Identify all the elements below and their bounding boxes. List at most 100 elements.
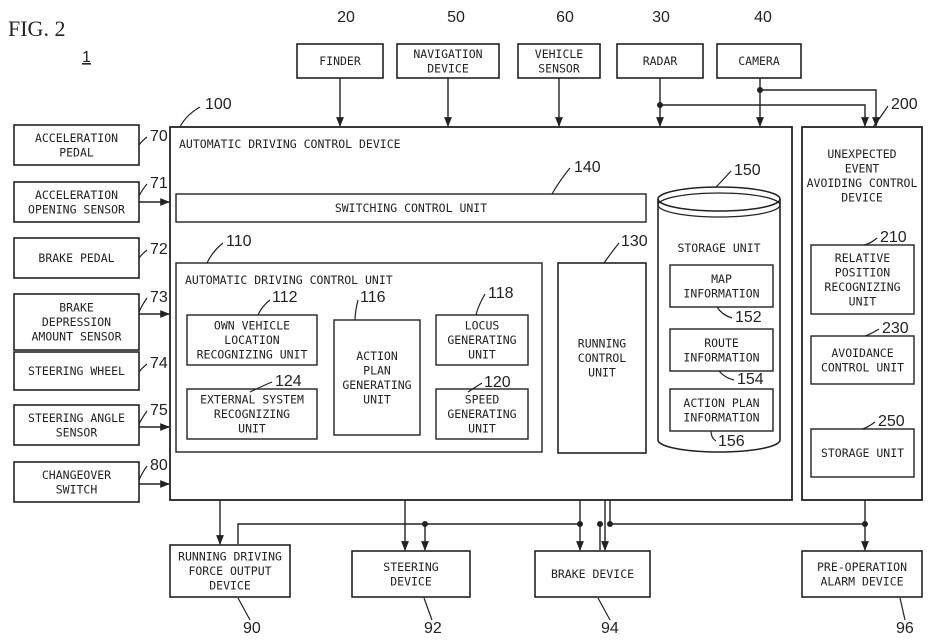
finder-block <box>296 43 384 79</box>
speed-generating-ref: 120 <box>484 374 511 391</box>
junction-dot <box>577 521 583 527</box>
speed-generating-label-1: SPEED <box>465 393 500 407</box>
ref-leader-line <box>863 237 878 246</box>
ref-leader-line <box>551 167 571 195</box>
automatic-driving-control-unit-ref: 110 <box>226 233 252 250</box>
navigation-device-ref: 50 <box>447 9 465 26</box>
radar-to-avoid-arrow <box>660 104 869 127</box>
acceleration-pedal-label-1: ACCELERATION <box>35 131 118 145</box>
ref-leader-line <box>138 136 148 146</box>
changeover-switch-label-2: SWITCH <box>56 482 98 496</box>
ref-leader-line <box>716 306 733 319</box>
radar-block <box>616 43 704 79</box>
acceleration-opening-sensor-ref: 71 <box>150 175 168 192</box>
brake-pedal-block <box>13 237 140 279</box>
switching-control-unit-label-1: SWITCHING CONTROL UNIT <box>335 201 487 215</box>
running-driving-force-label-1: RUNNING DRIVING <box>178 550 282 564</box>
ref-leader-line <box>861 421 876 430</box>
steering-angle-sensor-block <box>13 404 140 446</box>
radar-label-1: RADAR <box>643 54 678 68</box>
relative-position-label-1: RELATIVE <box>835 251 890 265</box>
action-plan-information-label-1: ACTION PLAN <box>683 396 759 410</box>
own-vehicle-location-ref: 112 <box>272 289 298 306</box>
action-plan-information-label-2: INFORMATION <box>683 411 759 425</box>
ref-leader-line <box>603 242 620 264</box>
ref-leader-line <box>257 299 271 316</box>
running-to-driving-force-line <box>237 523 580 544</box>
radar-ref: 30 <box>652 9 670 26</box>
ref-leader-line <box>237 597 251 621</box>
brake-depression-sensor-label-2: DEPRESSION <box>42 315 111 329</box>
vehicle-sensor-ref: 60 <box>556 9 574 26</box>
running-control-unit-label-1: RUNNING <box>578 337 627 351</box>
brake-depression-sensor-block <box>13 293 140 351</box>
brake-pedal-label-1: BRAKE PEDAL <box>38 251 114 265</box>
acceleration-pedal-block <box>13 124 140 166</box>
action-plan-generating-label-4: UNIT <box>363 392 391 406</box>
ref-leader-line <box>138 410 148 425</box>
acceleration-opening-sensor-label-1: ACCELERATION <box>35 188 118 202</box>
junction-dots <box>400 87 868 527</box>
map-information-label-1: MAP <box>711 272 732 286</box>
navigation-device-label-2: DEVICE <box>427 61 469 75</box>
ref-leader-line <box>138 183 148 197</box>
locus-generating-label-2: GENERATING <box>447 333 516 347</box>
running-driving-force-label-2: FORCE OUTPUT <box>188 564 271 578</box>
route-information-label-1: ROUTE <box>704 336 739 350</box>
pre-operation-alarm-block <box>801 550 923 598</box>
own-vehicle-location-label-3: RECOGNIZING UNIT <box>197 348 308 362</box>
ref-leader-line <box>138 249 148 259</box>
locus-generating-label-3: UNIT <box>468 348 496 362</box>
route-information-ref: 154 <box>737 371 764 388</box>
steering-device-block <box>351 550 471 598</box>
automatic-driving-control-device-ref: 100 <box>205 96 232 113</box>
brake-device-label-1: BRAKE DEVICE <box>551 567 634 581</box>
ref-leader-line <box>138 363 148 373</box>
automatic-driving-control-unit-label-1: AUTOMATIC DRIVING CONTROL UNIT <box>185 273 393 287</box>
navigation-device-block <box>396 43 500 79</box>
ref-leader-line <box>138 465 148 481</box>
junction-dot <box>597 521 603 527</box>
storage-unit-label: STORAGE UNIT <box>677 241 760 255</box>
ref-leader-line <box>597 597 611 621</box>
relative-position-label-3: RECOGNIZING <box>824 280 900 294</box>
acceleration-opening-sensor-block <box>13 181 140 223</box>
running-control-unit-block <box>557 262 647 454</box>
steering-wheel-block <box>13 351 140 391</box>
brake-depression-sensor-label-3: AMOUNT SENSOR <box>31 330 121 344</box>
junction-dot <box>862 521 868 527</box>
unexpected-event-device-ref: 200 <box>891 96 918 113</box>
pre-operation-alarm-label-2: ALARM DEVICE <box>820 574 903 588</box>
external-system-block <box>186 388 318 440</box>
ref-leader-line <box>138 297 148 313</box>
vehicle-sensor-label-1: VEHICLE <box>535 47 584 61</box>
relative-position-ref: 210 <box>880 229 907 246</box>
ref-leader-line <box>715 170 732 188</box>
acceleration-pedal-ref: 70 <box>150 128 168 145</box>
unexpected-event-device-label-4: DEVICE <box>841 191 883 205</box>
action-plan-generating-label-3: GENERATING <box>342 378 411 392</box>
system-ref-number: 1 <box>82 49 91 66</box>
camera-ref: 40 <box>754 9 772 26</box>
finder-ref: 20 <box>337 9 355 26</box>
steering-wheel-label-1: STEERING WHEEL <box>28 364 125 378</box>
unexpected-event-device-label-2: EVENT <box>845 162 880 176</box>
acceleration-pedal-label-2: PEDAL <box>59 145 94 159</box>
vehicle-sensor-block <box>517 43 601 79</box>
storage-unit-200-ref: 250 <box>878 413 905 430</box>
route-information-label-2: INFORMATION <box>683 351 759 365</box>
ref-leader-line <box>467 382 483 393</box>
ref-leader-line <box>423 597 433 621</box>
automatic-driving-control-device-label-1: AUTOMATIC DRIVING CONTROL DEVICE <box>179 137 401 151</box>
action-plan-generating-ref: 116 <box>360 289 386 306</box>
pre-operation-alarm-ref: 96 <box>896 620 914 637</box>
ref-leader-line <box>710 430 717 442</box>
relative-position-label-4: UNIT <box>849 294 877 308</box>
action-plan-generating-label-2: PLAN <box>363 363 391 377</box>
junction-dot <box>607 521 613 527</box>
junction-dot <box>422 521 428 527</box>
locus-generating-block <box>435 314 529 366</box>
